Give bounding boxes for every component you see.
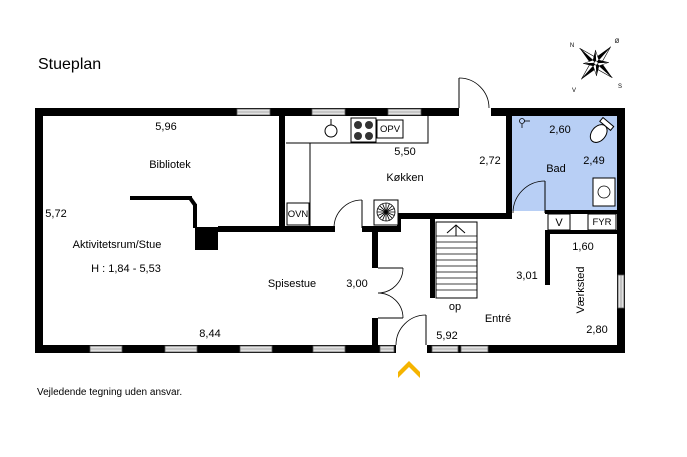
entre-name: Entré <box>485 313 511 325</box>
window-glazing-lines <box>90 111 622 350</box>
compass-rose-icon <box>579 46 613 80</box>
stue-name: Aktivitetsrum/Stue <box>73 239 162 251</box>
door-entrance <box>395 314 427 346</box>
stove-burner <box>365 132 373 140</box>
stue-dimension-width: 8,44 <box>199 328 220 340</box>
toilet-icon <box>589 116 615 143</box>
chimney-column <box>195 227 218 250</box>
staircase <box>435 221 478 299</box>
stove-top <box>350 117 377 143</box>
spisestue-name: Spisestue <box>268 278 316 290</box>
sink-icon <box>324 119 338 138</box>
vaerksted-name: Værksted <box>575 266 587 313</box>
toilet-tank <box>599 116 615 132</box>
door-swing-arc <box>333 199 363 229</box>
stairs-label: op <box>449 301 461 313</box>
wall-kitchen-step <box>397 213 401 232</box>
kitchen-counter-edge <box>286 116 429 144</box>
compass-east-label: Ø <box>615 39 620 45</box>
wood-stove-spokes <box>377 203 395 221</box>
sink-basin <box>324 124 338 138</box>
disclaimer: Vejledende tegning uden ansvar. <box>37 387 182 398</box>
kitchen-dimension-depth: 2,72 <box>479 155 500 167</box>
compass-north-label: N <box>570 43 574 49</box>
washbasin-bowl <box>597 185 611 199</box>
compass-south-label: S <box>618 84 622 90</box>
kitchen-dimension-width: 5,50 <box>394 146 415 158</box>
bath-dimension-width: 2,60 <box>549 124 570 136</box>
stove-icon <box>350 117 377 143</box>
bath-name: Bad <box>546 163 566 175</box>
compass-point-dark <box>592 50 596 63</box>
stue-height-note: H : 1,84 - 5,53 <box>91 263 161 275</box>
stove-burner <box>354 132 362 140</box>
wall-vaerksted-top <box>545 230 617 234</box>
door-swing-arc <box>395 314 427 346</box>
compass-center <box>593 60 599 66</box>
vaerksted-dimension-width: 1,60 <box>572 241 593 253</box>
oven-label: OVN <box>288 209 309 220</box>
outer-wall-right <box>617 108 625 353</box>
washbasin-counter <box>592 177 616 207</box>
partition-bibliotek-slant <box>188 196 197 207</box>
compass-point-dark <box>596 59 609 63</box>
door-gap-entrance <box>396 344 427 354</box>
entre-dimension-width: 5,92 <box>436 330 457 342</box>
door-swing-arc <box>458 77 490 109</box>
compass-west-label: V <box>572 88 576 94</box>
door-kitchen-exterior <box>458 77 490 109</box>
boiler-box <box>587 213 617 231</box>
shower-tap-icon <box>519 118 530 128</box>
spoke <box>382 203 390 221</box>
door-kitchen-spisestue <box>333 199 363 229</box>
oven-box <box>286 202 310 226</box>
wall-kitchen-bottom-left <box>362 226 400 232</box>
washbasin-icon <box>592 177 616 207</box>
vaerksted-dimension-depth: 2,80 <box>586 324 607 336</box>
outer-wall-left <box>35 108 43 353</box>
wall-bibliotek-kitchen <box>279 116 285 232</box>
door-swing-arc <box>512 180 546 214</box>
boiler-label: FYR <box>593 217 612 228</box>
partition-bibliotek <box>130 196 192 200</box>
dishwasher-box <box>376 119 404 139</box>
door-bathroom <box>512 180 546 214</box>
wall-bath-bottom <box>545 210 617 214</box>
door-swing-arc <box>377 267 404 294</box>
bibliotek-name: Bibliotek <box>149 159 191 171</box>
wall-bath-left <box>506 116 512 219</box>
wall-spisestue-entre-top <box>372 232 378 268</box>
entry-arrow-icon <box>398 361 420 378</box>
wall-bibliotek-bottom <box>218 226 335 232</box>
spisestue-dimension: 3,00 <box>346 278 367 290</box>
wood-stove-icon <box>373 199 399 226</box>
entre-dimension-depth: 3,01 <box>516 270 537 282</box>
plan-title: Stueplan <box>38 56 101 73</box>
wall-kitchen-bottom <box>397 213 512 219</box>
wall-stairs-left <box>430 219 435 298</box>
compass-point-dark <box>583 63 596 67</box>
partition-bibliotek-vertical <box>193 204 197 228</box>
wall-vaerksted-left <box>545 230 550 285</box>
kitchen-name: Køkken <box>386 172 423 184</box>
door-gap-kitchen-exterior <box>459 107 491 117</box>
dishwasher-label: OPV <box>380 124 401 135</box>
stove-burner <box>354 121 362 129</box>
compass-point-dark <box>596 63 600 76</box>
wall-spisestue-entre-bottom <box>372 318 378 345</box>
stove-burner <box>365 121 373 129</box>
bath-dimension-depth: 2,49 <box>583 155 604 167</box>
stue-dimension-depth: 5,72 <box>45 208 66 220</box>
double-door-spisestue-entre <box>377 267 404 319</box>
door-swing-arc <box>377 292 404 319</box>
bibliotek-dimension: 5,96 <box>155 121 176 133</box>
washer-box <box>547 213 571 231</box>
washer-label: V <box>555 217 563 229</box>
